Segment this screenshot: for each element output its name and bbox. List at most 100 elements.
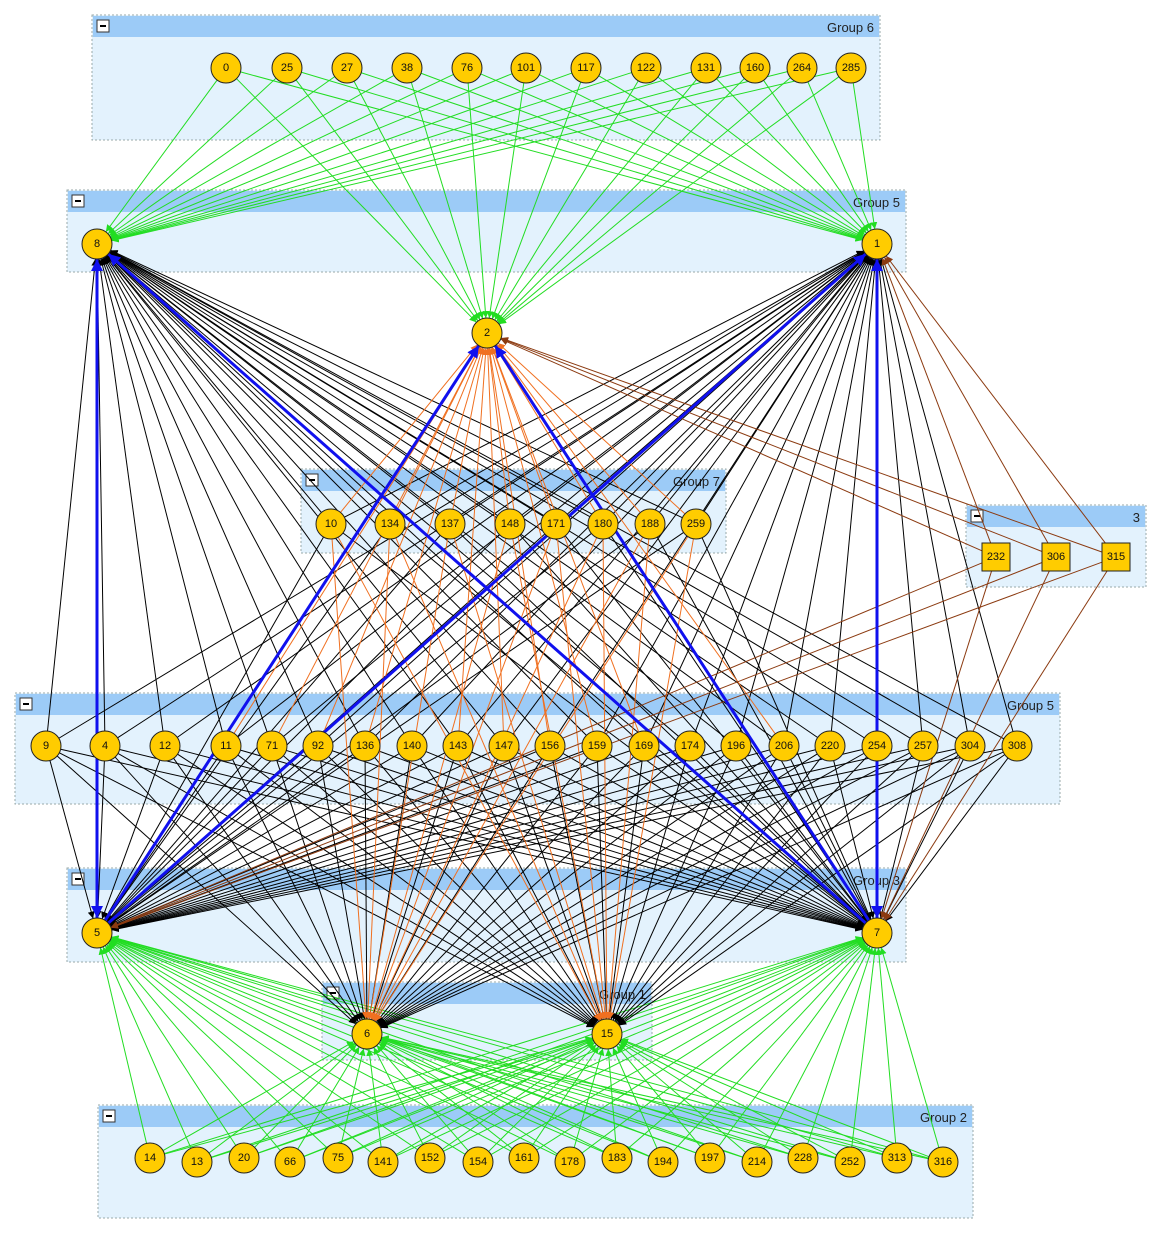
edge-orange-171-15 xyxy=(556,538,609,1020)
node-6[interactable]: 6 xyxy=(351,1018,383,1050)
node-206[interactable]: 206 xyxy=(768,730,800,762)
node-0[interactable]: 0 xyxy=(210,52,242,84)
node-304[interactable]: 304 xyxy=(954,730,986,762)
node-194[interactable]: 194 xyxy=(647,1146,679,1178)
node-15[interactable]: 15 xyxy=(591,1018,623,1050)
node-label: 7 xyxy=(874,927,880,939)
node-159[interactable]: 159 xyxy=(581,730,613,762)
edge-orange-180-15 xyxy=(602,538,611,1020)
node-117[interactable]: 117 xyxy=(570,52,602,84)
node-171[interactable]: 171 xyxy=(540,508,572,540)
edge-black-169-1 xyxy=(649,257,872,733)
node-161[interactable]: 161 xyxy=(508,1142,540,1174)
node-label: 161 xyxy=(515,1152,533,1164)
node-183[interactable]: 183 xyxy=(601,1142,633,1174)
node-label: 12 xyxy=(159,740,171,752)
node-156[interactable]: 156 xyxy=(534,730,566,762)
node-circle xyxy=(471,317,503,349)
node-circle xyxy=(861,917,893,949)
collapse-button[interactable] xyxy=(102,1109,116,1123)
edge-black-259-1 xyxy=(703,256,870,512)
node-315[interactable]: 315 xyxy=(1101,542,1131,572)
edge-black-136-6 xyxy=(363,760,371,1020)
node-259[interactable]: 259 xyxy=(680,508,712,540)
node-160[interactable]: 160 xyxy=(739,52,771,84)
node-75[interactable]: 75 xyxy=(322,1142,354,1174)
node-circle xyxy=(396,730,428,762)
node-66[interactable]: 66 xyxy=(274,1146,306,1178)
node-101[interactable]: 101 xyxy=(510,52,542,84)
node-228[interactable]: 228 xyxy=(787,1142,819,1174)
edge-black-140-8 xyxy=(104,256,405,734)
node-220[interactable]: 220 xyxy=(814,730,846,762)
node-188[interactable]: 188 xyxy=(634,508,666,540)
edge-green-117-1 xyxy=(598,75,865,237)
node-140[interactable]: 140 xyxy=(396,730,428,762)
collapse-button[interactable] xyxy=(305,473,319,487)
node-136[interactable]: 136 xyxy=(349,730,381,762)
node-308[interactable]: 308 xyxy=(1001,730,1033,762)
node-20[interactable]: 20 xyxy=(228,1142,260,1174)
node-143[interactable]: 143 xyxy=(442,730,474,762)
node-76[interactable]: 76 xyxy=(451,52,483,84)
node-232[interactable]: 232 xyxy=(981,542,1011,572)
node-2[interactable]: 2 xyxy=(471,317,503,349)
node-174[interactable]: 174 xyxy=(674,730,706,762)
node-14[interactable]: 14 xyxy=(134,1142,166,1174)
node-label: 38 xyxy=(401,62,413,74)
node-316[interactable]: 316 xyxy=(927,1146,959,1178)
node-25[interactable]: 25 xyxy=(271,52,303,84)
node-154[interactable]: 154 xyxy=(462,1146,494,1178)
node-92[interactable]: 92 xyxy=(302,730,334,762)
node-38[interactable]: 38 xyxy=(391,52,423,84)
node-7[interactable]: 7 xyxy=(861,917,893,949)
node-214[interactable]: 214 xyxy=(741,1146,773,1178)
edge-black-174-6 xyxy=(377,755,680,1025)
node-5[interactable]: 5 xyxy=(81,917,113,949)
node-264[interactable]: 264 xyxy=(786,52,818,84)
collapse-button[interactable] xyxy=(71,194,85,208)
node-141[interactable]: 141 xyxy=(367,1146,399,1178)
node-197[interactable]: 197 xyxy=(694,1142,726,1174)
node-4[interactable]: 4 xyxy=(89,730,121,762)
edge-green-228-5 xyxy=(111,936,789,1154)
node-1[interactable]: 1 xyxy=(861,228,893,260)
edge-black-196-8 xyxy=(108,252,725,738)
node-257[interactable]: 257 xyxy=(907,730,939,762)
node-147[interactable]: 147 xyxy=(488,730,520,762)
node-306[interactable]: 306 xyxy=(1041,542,1071,572)
collapse-button[interactable] xyxy=(19,697,33,711)
node-252[interactable]: 252 xyxy=(834,1146,866,1178)
node-169[interactable]: 169 xyxy=(628,730,660,762)
node-12[interactable]: 12 xyxy=(149,730,181,762)
node-8[interactable]: 8 xyxy=(81,228,113,260)
edge-green-75-5 xyxy=(107,942,328,1149)
node-10[interactable]: 10 xyxy=(315,508,347,540)
collapse-button[interactable] xyxy=(970,509,984,523)
node-254[interactable]: 254 xyxy=(861,730,893,762)
node-71[interactable]: 71 xyxy=(256,730,288,762)
node-9[interactable]: 9 xyxy=(30,730,62,762)
node-label: 252 xyxy=(841,1156,859,1168)
collapse-button[interactable] xyxy=(96,19,110,33)
node-196[interactable]: 196 xyxy=(720,730,752,762)
node-27[interactable]: 27 xyxy=(331,52,363,84)
node-13[interactable]: 13 xyxy=(181,1146,213,1178)
edge-black-188-7 xyxy=(656,536,871,921)
node-285[interactable]: 285 xyxy=(835,52,867,84)
node-313[interactable]: 313 xyxy=(881,1142,913,1174)
node-152[interactable]: 152 xyxy=(414,1142,446,1174)
node-11[interactable]: 11 xyxy=(210,730,242,762)
edge-black-159-6 xyxy=(375,757,589,1023)
node-134[interactable]: 134 xyxy=(374,508,406,540)
node-180[interactable]: 180 xyxy=(587,508,619,540)
node-label: 27 xyxy=(341,62,353,74)
node-137[interactable]: 137 xyxy=(434,508,466,540)
edge-black-254-6 xyxy=(379,752,865,1028)
node-148[interactable]: 148 xyxy=(494,508,526,540)
edge-orange-169-2 xyxy=(491,346,640,733)
node-131[interactable]: 131 xyxy=(690,52,722,84)
node-label: 197 xyxy=(701,1152,719,1164)
node-178[interactable]: 178 xyxy=(554,1146,586,1178)
node-122[interactable]: 122 xyxy=(630,52,662,84)
